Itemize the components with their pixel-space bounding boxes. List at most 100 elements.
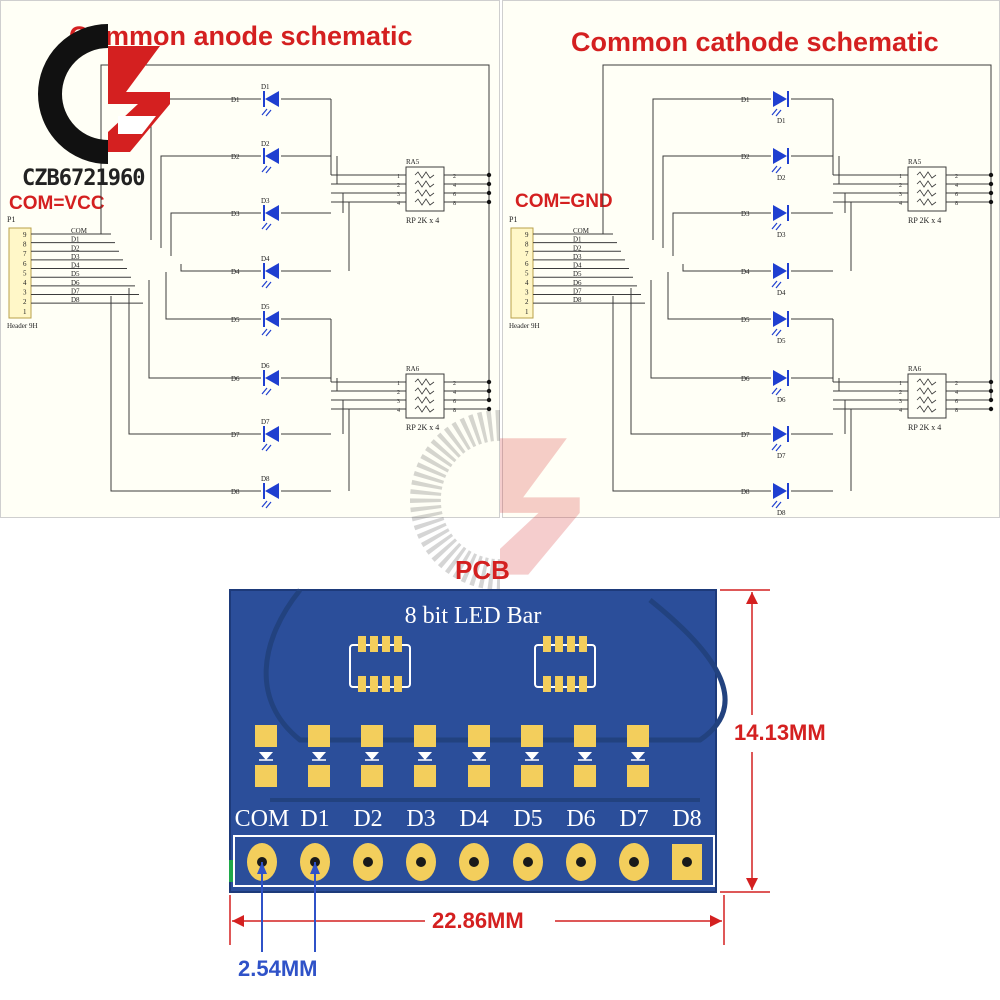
led-feed-wire: [180, 264, 261, 272]
net-label: D8: [71, 296, 80, 304]
smd-pad: [543, 676, 551, 692]
smd-pad: [543, 636, 551, 652]
junction-dot: [988, 181, 994, 187]
junction-dot: [988, 388, 994, 394]
led-light-ray: [775, 329, 782, 337]
led-ref-label: D6: [231, 375, 240, 383]
net-label: D1: [573, 236, 582, 244]
led-light-ray: [265, 388, 272, 396]
led-pad: [255, 725, 277, 747]
led-polarity-icon: [472, 752, 486, 760]
led-light-ray: [775, 223, 782, 231]
junction-dot: [486, 190, 492, 196]
junction-dot: [988, 199, 994, 205]
header-pin-number: 6: [23, 260, 27, 268]
led-ref-label: D2: [261, 140, 270, 148]
schematic-title: Common cathode schematic: [571, 27, 939, 57]
led-diode-icon: [265, 205, 279, 221]
dimension-arrow: [746, 592, 758, 604]
resistor-pin-number: 4: [397, 408, 400, 414]
led-ref-label: D8: [231, 488, 240, 496]
led-light-ray: [771, 165, 778, 173]
led-ref-label: D4: [261, 255, 270, 263]
led-ref-label: D7: [231, 431, 240, 439]
led-ref-label: D2: [231, 153, 240, 161]
dimension-arrow: [232, 915, 244, 927]
pin-label: D4: [459, 806, 488, 832]
resistor-pin-number: 1: [899, 174, 902, 180]
led-diode-icon: [265, 148, 279, 164]
resistor-zigzag: [414, 198, 435, 206]
net-label: D4: [573, 262, 582, 270]
led-diode-icon: [773, 311, 787, 327]
com-label: COM=VCC: [9, 193, 105, 214]
junction-dot: [988, 190, 994, 196]
resistor-pin-number: 4: [397, 201, 400, 207]
led-pad: [627, 765, 649, 787]
resistor-pin-number: 1: [397, 174, 400, 180]
pin1-marker: [229, 860, 233, 882]
led-light-ray: [265, 501, 272, 509]
header-pin-number: 3: [23, 289, 27, 297]
led-light-ray: [265, 166, 272, 174]
smd-pad: [567, 636, 575, 652]
junction-dot: [988, 172, 994, 178]
led-pad: [361, 765, 383, 787]
led-ref-label: D6: [261, 362, 270, 370]
resistor-pin-number: 2: [955, 381, 958, 387]
led-light-ray: [771, 500, 778, 508]
dimension-arrow: [710, 915, 722, 927]
pin-hole: [416, 857, 426, 867]
led-feed-wire: [650, 280, 771, 379]
resistor-zigzag: [916, 405, 937, 413]
header-connector: [510, 227, 534, 319]
resistor-pin-number: 6: [453, 399, 456, 405]
resistor-pin-number: 8: [955, 408, 958, 414]
led-diode-icon: [265, 426, 279, 442]
smd-pad: [370, 636, 378, 652]
header-connector: [8, 227, 32, 319]
com-bus-wire: [602, 64, 992, 401]
header-pin-number: 4: [23, 279, 27, 287]
led-diode-icon: [773, 205, 787, 221]
resistor-zigzag: [414, 405, 435, 413]
header-pin-number: 8: [525, 241, 529, 249]
resistor-zigzag: [916, 198, 937, 206]
resistor-pin-number: 2: [397, 183, 400, 189]
resistor-pack: [907, 166, 947, 212]
resistor-pin-number: 4: [899, 408, 902, 414]
led-light-ray: [775, 109, 782, 117]
resistor-pin-number: 3: [899, 399, 902, 405]
led-light-ray: [775, 444, 782, 452]
led-light-ray: [771, 108, 778, 116]
led-diode-icon: [265, 311, 279, 327]
dimension-arrow: [746, 878, 758, 890]
led-pad: [308, 765, 330, 787]
resistor-pin-number: 2: [397, 390, 400, 396]
resistor-zigzag: [414, 378, 435, 386]
resistor-pin-number: 4: [955, 390, 958, 396]
header-pin-number: 7: [23, 250, 27, 258]
net-label: D2: [573, 244, 582, 252]
resistor-pin-number: 8: [955, 201, 958, 207]
led-pad: [361, 725, 383, 747]
header-pin-number: 7: [525, 250, 529, 258]
led-light-ray: [771, 443, 778, 451]
led-polarity-icon: [631, 752, 645, 760]
net-label: D8: [573, 296, 582, 304]
resistor-pack: [907, 373, 947, 419]
resistor-pin-number: 2: [453, 174, 456, 180]
led-diode-icon: [265, 370, 279, 386]
led-diode-icon: [773, 426, 787, 442]
smd-pad: [358, 676, 366, 692]
header-pin-number: 6: [525, 260, 529, 268]
junction-dot: [486, 379, 492, 385]
net-label: COM: [573, 227, 590, 235]
led-ref-label: D1: [777, 117, 786, 125]
led-light-ray: [261, 108, 268, 116]
led-ref-label: D5: [741, 316, 750, 324]
resistor-zigzag: [414, 189, 435, 197]
led-feed-wire: [128, 288, 261, 435]
resistor-value-label: RP 2K x 4: [908, 216, 941, 225]
led-ref-label: D8: [261, 475, 270, 483]
